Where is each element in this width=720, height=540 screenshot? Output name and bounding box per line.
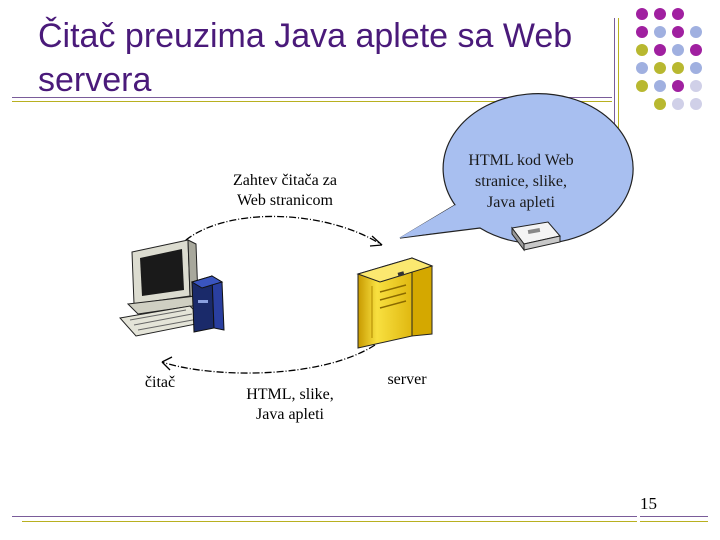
bubble-line2: stranice, slike, [475,173,567,190]
dot [654,44,666,56]
dot [672,80,684,92]
dot [636,8,648,20]
server-label: server [387,371,427,388]
dot [654,80,666,92]
slide-title: Čitač preuzima Java aplete sa Web server… [38,17,573,99]
bubble-line3: Java apleti [487,194,555,211]
page-number: 15 [640,494,657,513]
dot [690,80,702,92]
header-rule-purple [12,97,612,98]
dot [636,80,648,92]
dot [672,98,684,110]
request-label-line1: Zahtev čitača za [233,172,337,189]
dot [636,26,648,38]
dot [654,26,666,38]
bubble-line1: HTML kod Web [468,152,574,169]
dot [690,44,702,56]
dot [672,44,684,56]
response-label-line1: HTML, slike, [246,386,334,403]
request-label: Zahtev čitača za Web stranicom [205,171,365,211]
header-vertical-rule-olive [618,18,619,128]
header-rule-olive [12,101,612,102]
client-computer-icon [119,239,225,337]
dot [690,98,702,110]
response-arrow [161,344,376,374]
footer-rule-olive [22,521,637,522]
dot [636,62,648,74]
footer-rule-right-olive [640,521,708,522]
bubble-text: HTML kod Web stranice, slike, Java aplet… [446,150,596,213]
dot [654,62,666,74]
dot [672,26,684,38]
server-icon [356,257,434,349]
request-arrow [169,215,383,259]
response-label-line2: Java apleti [256,406,324,423]
dot [636,44,648,56]
footer-rule-right [640,516,708,517]
decorative-dot-grid [636,8,702,110]
dot [690,62,702,74]
dot [654,8,666,20]
footer-rule-purple [12,516,637,517]
dot [690,26,702,38]
dot [654,98,666,110]
header-vertical-rule [614,18,615,128]
dot [672,8,684,20]
dot [672,62,684,74]
request-label-line2: Web stranicom [236,192,333,209]
response-label: HTML, slike, Java apleti [220,385,360,425]
disk-icon [511,221,561,252]
client-label: čitač [144,374,176,391]
